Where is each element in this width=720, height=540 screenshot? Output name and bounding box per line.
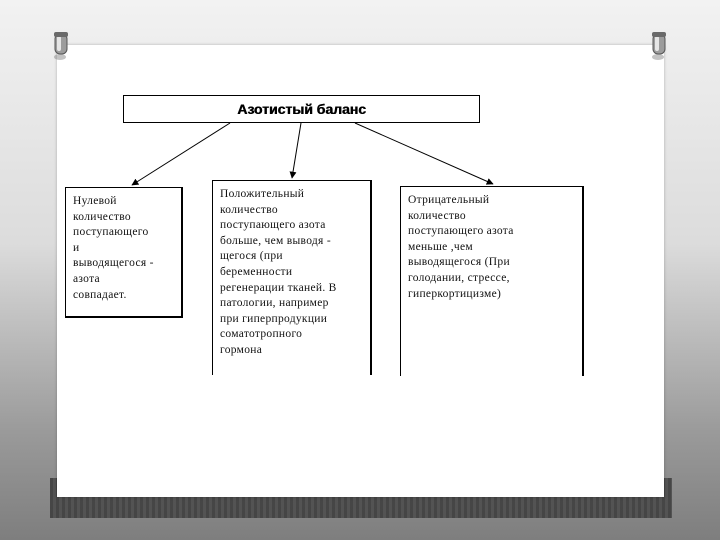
positive-balance-box: Положительный количество поступающего аз… [212,180,372,375]
zero-balance-box: Нулевой количество поступающего и выводя… [65,187,183,318]
pushpin-icon [646,30,672,62]
negative-balance-box: Отрицательный количество поступающего аз… [400,186,584,376]
pushpin-icon [48,30,74,62]
diagram-title-box: Азотистый баланс [123,95,480,123]
